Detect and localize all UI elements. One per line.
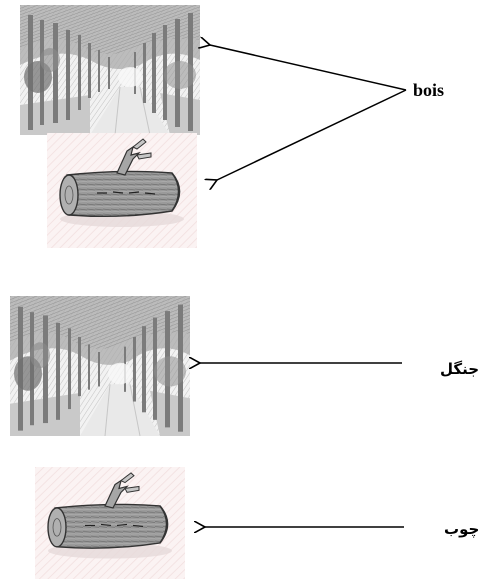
word-jangal: جنگل [440,360,480,378]
arrow-bois-to-forest [210,45,407,91]
word-bois: bois [413,80,445,100]
word-chub: چوب [444,520,480,538]
arrow-bois-to-log [217,89,407,180]
